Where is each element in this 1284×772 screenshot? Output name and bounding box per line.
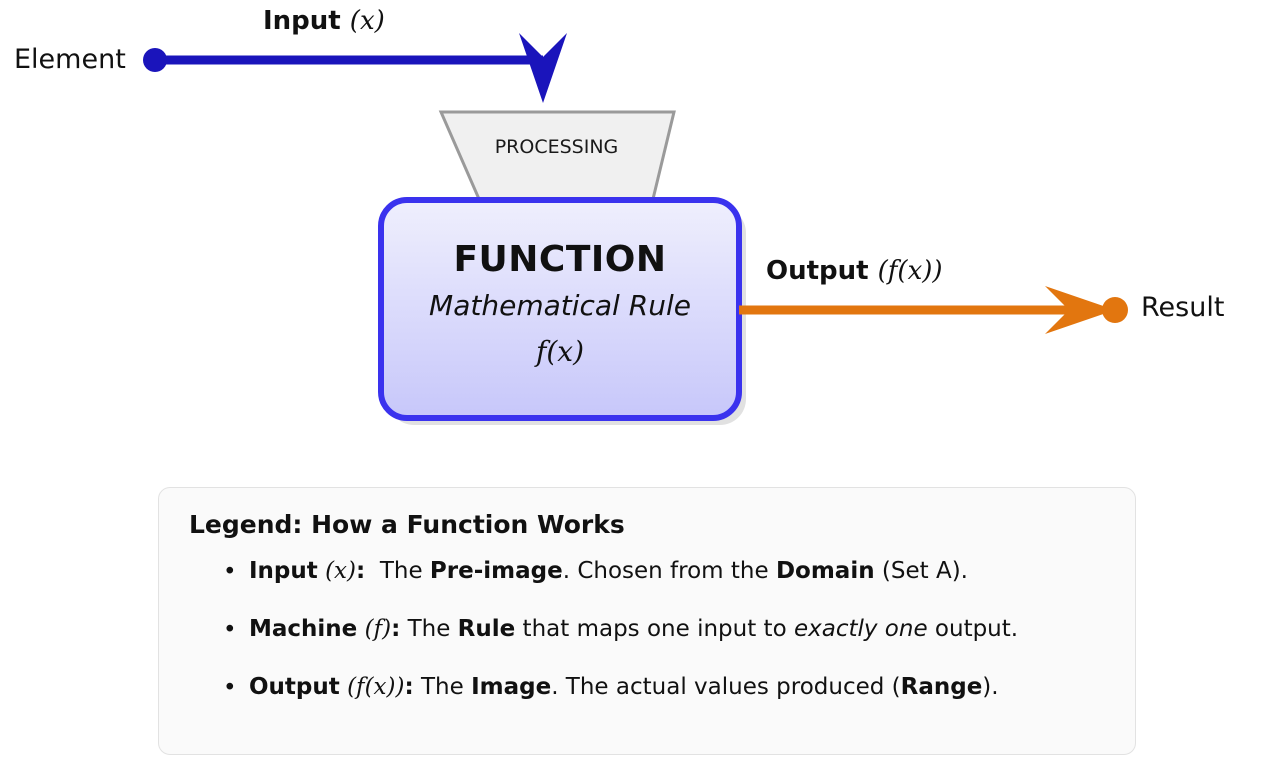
output-edge: [739, 286, 1128, 334]
legend-emph-2: exactly one: [793, 615, 928, 642]
legend-term-math: (f): [364, 615, 392, 642]
output-edge-label-math: (f(x)): [877, 256, 943, 286]
legend-term-colon: :: [356, 558, 366, 584]
legend-term: Machine: [249, 615, 358, 642]
input-edge-label-bold: Input: [263, 6, 341, 36]
list-item: • Output (f(x)): The Image. The actual v…: [219, 673, 1119, 702]
legend-emph-1: Image: [471, 673, 552, 700]
legend-text-1: The: [379, 558, 430, 584]
legend-term: Output: [249, 673, 340, 700]
legend-emph-1: Rule: [457, 615, 516, 642]
legend-panel: Legend: How a Function Works • Input (x)…: [158, 487, 1136, 755]
legend-text-1: The: [407, 615, 458, 642]
legend-term-math: (x): [325, 558, 356, 584]
list-item: • Input (x): The Pre-image. Chosen from …: [219, 557, 1119, 586]
legend-text-3: output.: [927, 615, 1019, 642]
legend-text-2: . Chosen from the: [562, 558, 776, 584]
result-label: Result: [1141, 292, 1225, 323]
legend-text-1: The: [420, 673, 472, 700]
legend-term-math: (f(x)): [347, 673, 405, 700]
legend-title: Legend: How a Function Works: [189, 510, 625, 539]
legend-term-colon: :: [404, 673, 414, 700]
bullet-icon: •: [223, 616, 237, 643]
element-label: Element: [14, 44, 126, 75]
input-arrowhead-icon: [519, 33, 567, 103]
hopper-label: PROCESSING: [494, 136, 619, 158]
legend-term-colon: :: [391, 615, 401, 642]
legend-emph-2: Range: [900, 673, 983, 700]
legend-emph-1: Pre-image: [429, 558, 563, 584]
function-box-formula: f(x): [535, 335, 584, 368]
legend-text-2: that maps one input to: [515, 615, 794, 642]
legend-text-3: ).: [982, 673, 999, 700]
list-item: • Machine (f): The Rule that maps one in…: [219, 615, 1119, 644]
input-edge-label-math: (x): [349, 6, 385, 36]
legend-text-3: (Set A).: [874, 558, 968, 584]
output-edge-label-bold: Output: [766, 256, 869, 286]
legend-text-2: . The actual values produced (: [551, 673, 901, 700]
input-edge-label: Input (x): [263, 8, 385, 34]
input-edge: [143, 33, 567, 103]
output-edge-label: Output (f(x)): [766, 258, 943, 284]
legend-term: Input: [249, 558, 318, 584]
legend-list: • Input (x): The Pre-image. Chosen from …: [219, 557, 1119, 730]
bullet-icon: •: [223, 674, 237, 701]
bullet-icon: •: [223, 559, 237, 586]
legend-emph-2: Domain: [775, 558, 875, 584]
function-box-subtitle: Mathematical Rule: [429, 289, 691, 322]
output-arrowhead-icon: [1045, 286, 1115, 334]
result-node-dot: [1102, 297, 1128, 323]
function-box-title: FUNCTION: [453, 239, 667, 280]
